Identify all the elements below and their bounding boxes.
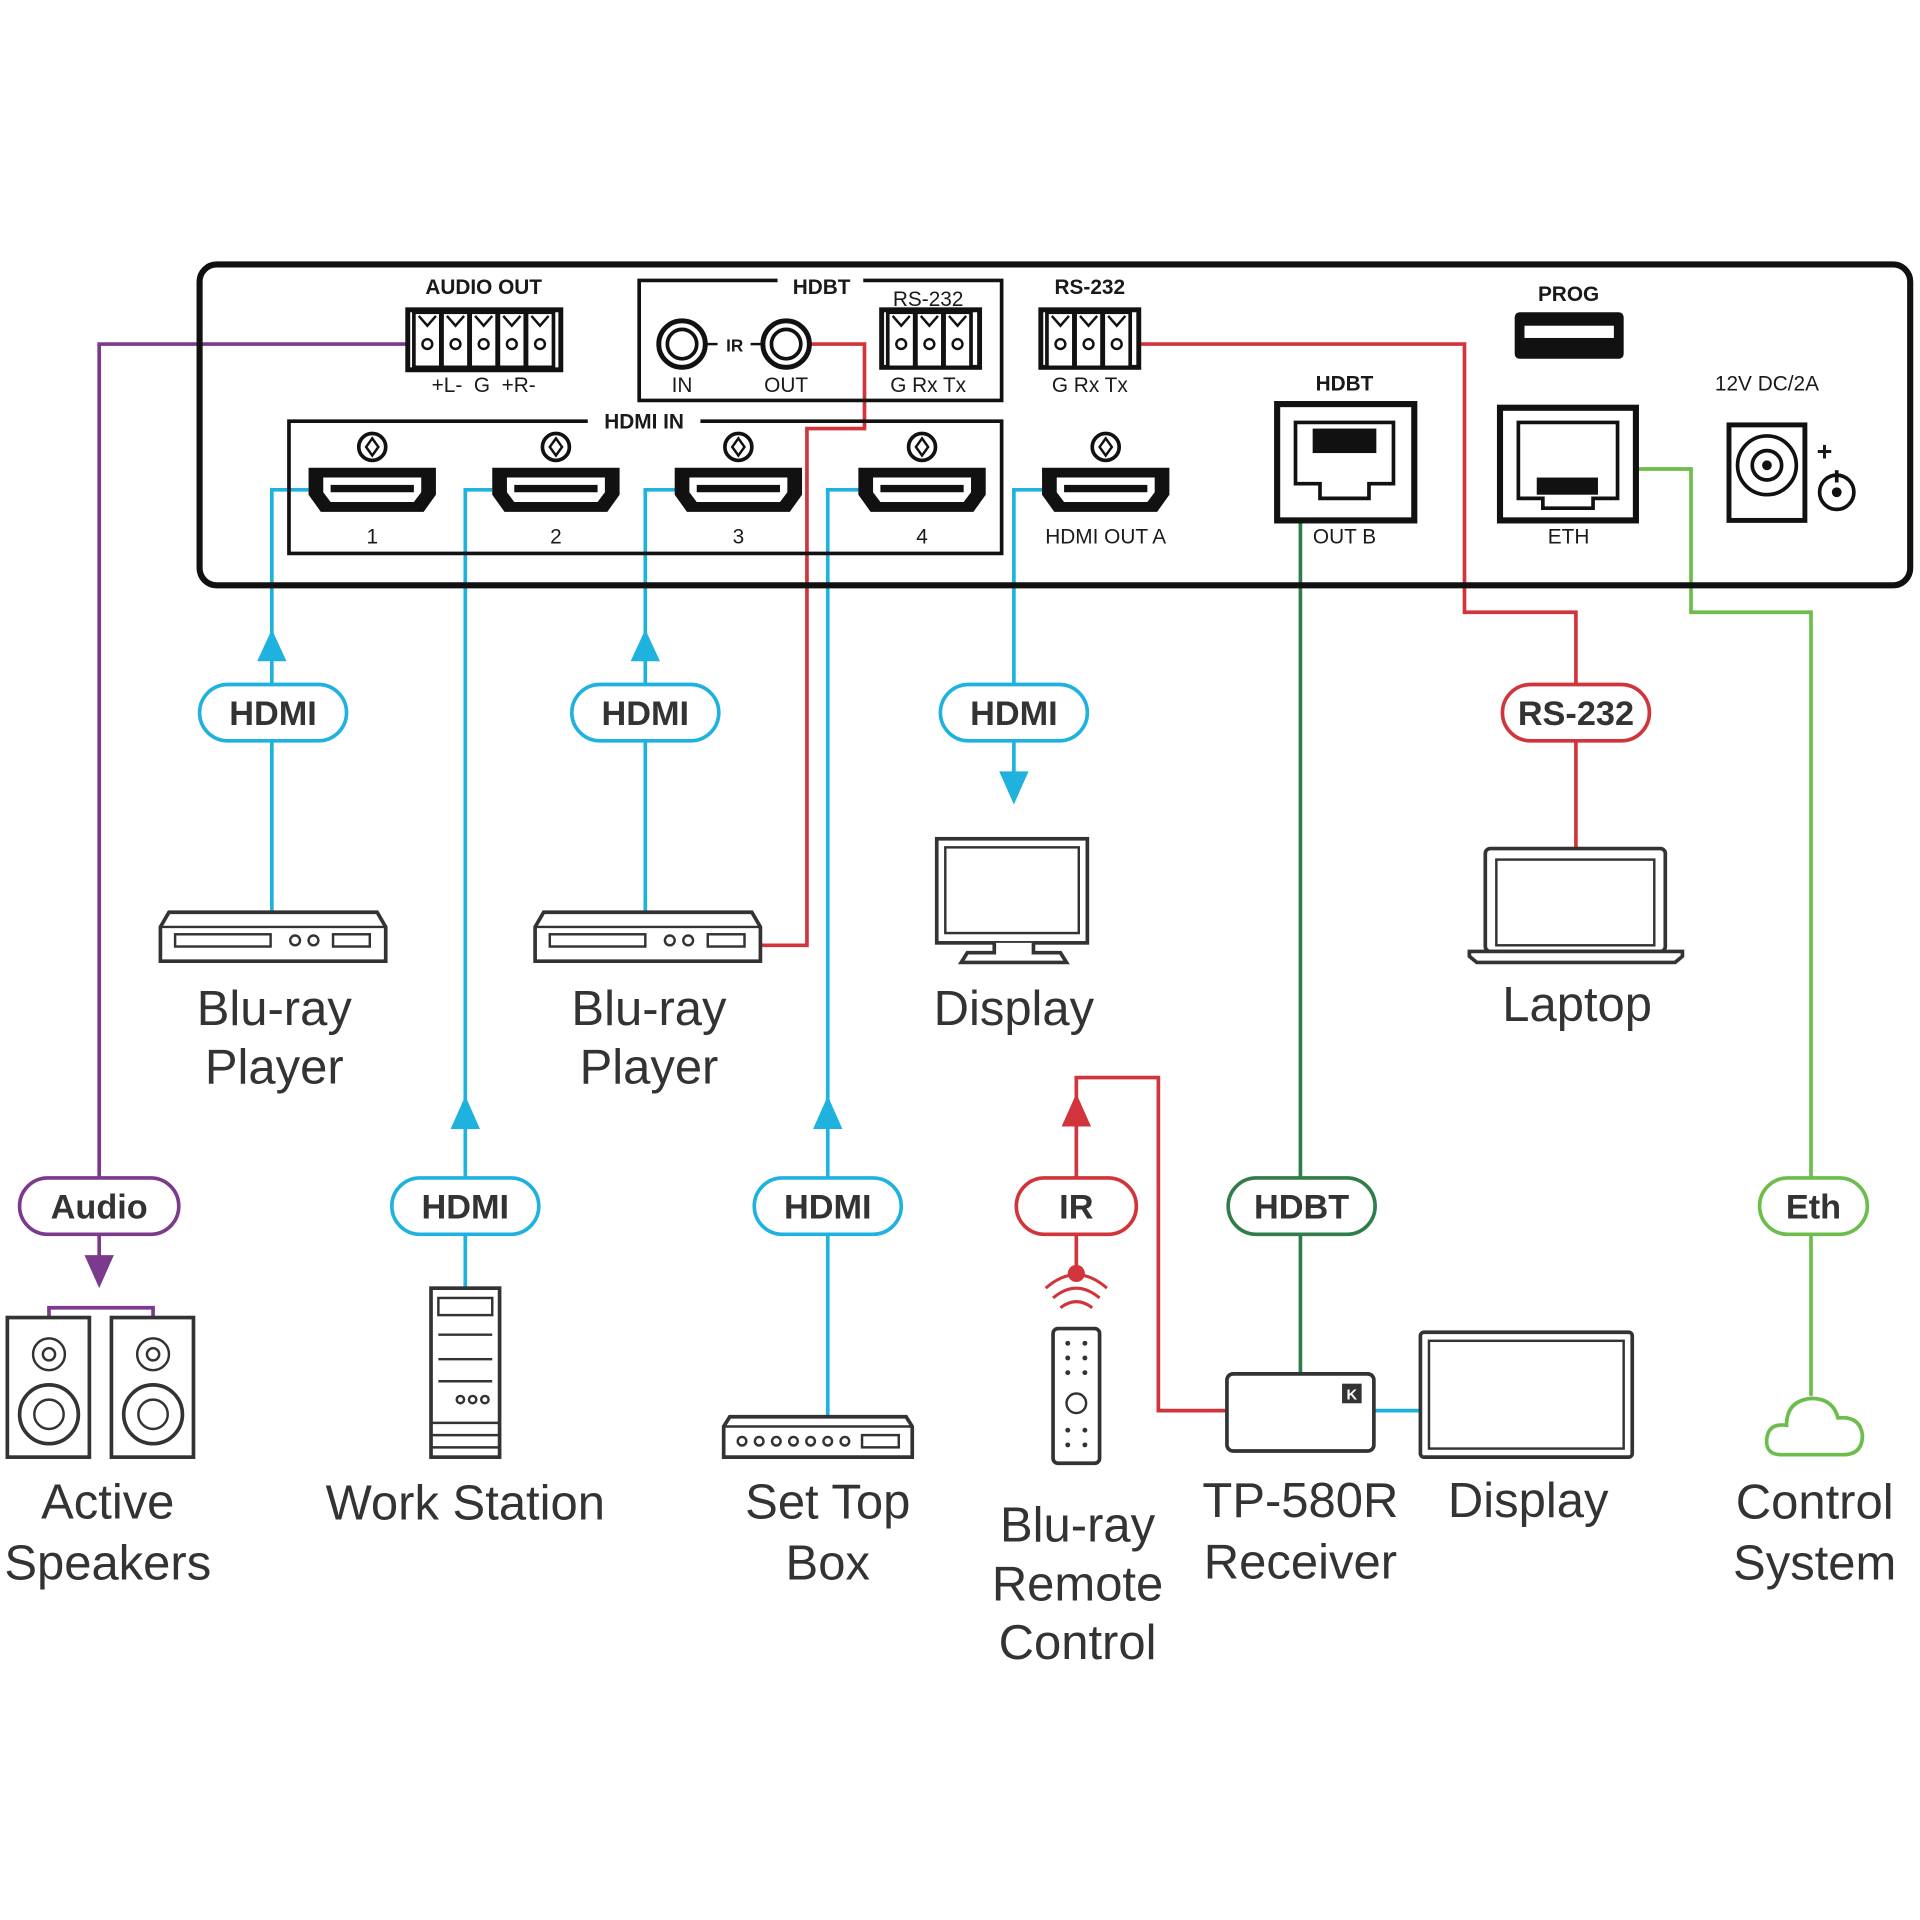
eth-label: ETH — [1548, 526, 1590, 549]
audio-out-terminal[interactable]: AUDIO OUT +L- G +R- — [405, 276, 564, 397]
hdmi-cables — [270, 487, 1421, 1417]
hdmi-in-port-1[interactable] — [308, 431, 436, 512]
hdmi-pill-4: HDMI — [752, 1176, 904, 1237]
audio-arrow-icon — [84, 1255, 114, 1289]
workstation-icon — [429, 1286, 502, 1459]
hdmi-in-label: HDMI IN — [604, 411, 684, 434]
bluray-player-1-icon — [158, 910, 388, 964]
ir-out-label: OUT — [764, 374, 808, 397]
audio-pins-label: +L- G +R- — [432, 374, 536, 397]
svg-text:RS-232: RS-232 — [1518, 695, 1634, 733]
hdmi-in-group: HDMI IN 1 2 3 4 — [287, 411, 1004, 556]
ir-cables — [753, 342, 1227, 1413]
hdbt-rs232-label: RS-232 — [893, 288, 964, 311]
set-top-box-label: Set Top — [745, 1475, 910, 1529]
hdmi-pill-1: HDMI — [197, 682, 349, 743]
rs232-terminal[interactable]: RS-232 G Rx Tx — [1038, 276, 1142, 397]
bluray-player-2-icon — [533, 910, 763, 964]
bluray-player-1-label: Player — [205, 1041, 344, 1095]
rs232-pins: G Rx Tx — [1052, 374, 1128, 397]
eth-port[interactable]: ETH — [1496, 404, 1639, 549]
port-number: 1 — [366, 526, 378, 549]
bluray-player-1-label: Blu-ray — [197, 982, 353, 1036]
ir-arrow-icon — [1061, 1093, 1092, 1127]
connection-labels: Audio HDMI HDMI HDMI RS-232 HDMI HDMI IR… — [17, 682, 1870, 1237]
remote-control-label: Remote — [992, 1557, 1163, 1611]
rs232-pill: RS-232 — [1500, 682, 1652, 743]
workstation-label: Work Station — [326, 1477, 605, 1531]
cloud-icon — [1764, 1396, 1865, 1457]
ir-in-label: IN — [672, 374, 693, 397]
hdbt-out-label: HDBT — [1316, 373, 1374, 396]
ir-label: IR — [726, 335, 744, 355]
eth-pill: Eth — [1757, 1176, 1870, 1237]
receiver-label: TP-580R — [1202, 1474, 1398, 1528]
hdmi-pill-2: HDMI — [390, 1176, 541, 1237]
bluray-player-2-label: Player — [580, 1041, 719, 1095]
svg-text:HDMI: HDMI — [602, 695, 690, 733]
remote-control-label: Blu-ray — [1000, 1499, 1156, 1553]
active-speakers-label: Active — [41, 1475, 174, 1529]
audio-out-label: AUDIO OUT — [425, 276, 542, 299]
hdmi-out-a-label: HDMI OUT A — [1045, 526, 1166, 549]
control-system-label: System — [1733, 1537, 1896, 1591]
display-2-label: Display — [1448, 1474, 1609, 1528]
set-top-box-icon — [721, 1414, 915, 1459]
hdmi-pill-out: HDMI — [938, 682, 1090, 743]
laptop-label: Laptop — [1502, 978, 1652, 1032]
port-number: 3 — [733, 526, 745, 549]
tp-580r-receiver-icon: K — [1225, 1372, 1376, 1453]
svg-text:K: K — [1347, 1388, 1358, 1404]
display-1-label: Display — [934, 982, 1095, 1036]
svg-text:HDMI: HDMI — [422, 1188, 510, 1226]
svg-text:Eth: Eth — [1786, 1188, 1841, 1226]
active-speakers-icon — [5, 1315, 196, 1459]
hdbt-group-label: HDBT — [793, 276, 851, 299]
svg-text:Audio: Audio — [51, 1188, 148, 1226]
ir-pill: IR — [1014, 1176, 1139, 1237]
power-label: 12V DC/2A — [1715, 373, 1819, 396]
hdmi-out-a-port[interactable]: HDMI OUT A — [1042, 431, 1170, 549]
port-number: 4 — [916, 526, 928, 549]
prog-label: PROG — [1538, 283, 1599, 306]
eth-cable — [1635, 467, 1813, 1396]
hdbt-ir-rs232-group: HDBT IR IN OUT RS-232 G Rx Tx — [637, 276, 1004, 403]
ir-in-port[interactable] — [656, 318, 708, 370]
svg-text:IR: IR — [1059, 1188, 1094, 1226]
svg-text:HDBT: HDBT — [1254, 1188, 1349, 1226]
hdmi-in-port-2[interactable] — [492, 431, 620, 512]
hdbt-rs232-terminal[interactable] — [879, 307, 983, 370]
device-rear-panel: AUDIO OUT +L- G +R- HDBT IR IN OUT RS-23… — [196, 261, 1914, 589]
hdbt-pill: HDBT — [1226, 1176, 1377, 1237]
bluray-player-2-label: Blu-ray — [571, 982, 727, 1036]
prog-usb-port[interactable]: PROG — [1514, 283, 1624, 359]
remote-control-label: Control — [999, 1616, 1157, 1670]
receiver-label: Receiver — [1204, 1535, 1397, 1589]
svg-text:HDMI: HDMI — [784, 1188, 872, 1226]
hdmi-arrows-icon — [257, 629, 1029, 1129]
out-b-label: OUT B — [1313, 526, 1376, 549]
power-jack[interactable]: 12V DC/2A + — [1715, 373, 1856, 523]
laptop-icon — [1467, 846, 1685, 965]
hdmi-in-port-3[interactable] — [674, 431, 803, 512]
hdbt-rs232-pins: G Rx Tx — [890, 374, 966, 397]
set-top-box-label: Box — [786, 1537, 870, 1591]
rs232-label: RS-232 — [1055, 276, 1126, 299]
audio-cable — [47, 342, 408, 1318]
control-system-label: Control — [1736, 1475, 1894, 1529]
svg-text:HDMI: HDMI — [970, 695, 1058, 733]
hdmi-pill-3: HDMI — [570, 682, 721, 743]
svg-text:HDMI: HDMI — [229, 695, 317, 733]
hdmi-in-port-4[interactable] — [858, 431, 986, 512]
display-1-icon — [934, 836, 1090, 965]
ir-out-port[interactable] — [760, 318, 812, 370]
plus-icon: + — [1817, 436, 1833, 466]
active-speakers-label: Speakers — [4, 1537, 211, 1591]
audio-pill: Audio — [17, 1176, 181, 1237]
remote-control-icon — [1044, 1273, 1108, 1466]
hdbt-out-b-port[interactable]: HDBT OUT B — [1274, 373, 1418, 549]
port-number: 2 — [550, 526, 562, 549]
display-2-icon — [1418, 1330, 1635, 1459]
